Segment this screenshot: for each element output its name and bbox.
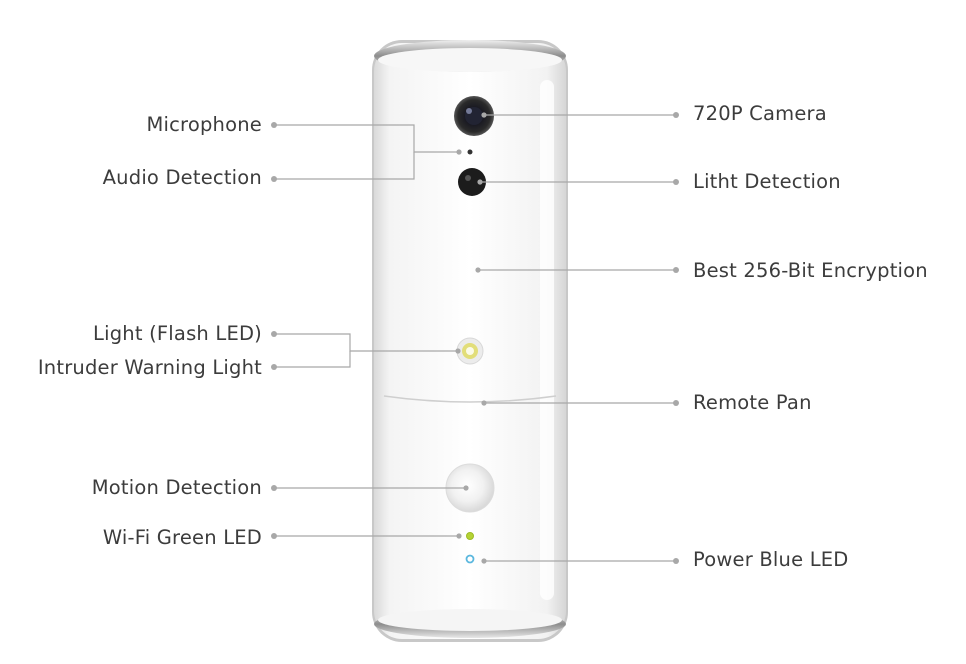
label-light-flash-led: Light (Flash LED)	[93, 322, 262, 345]
label-power-blue-led: Power Blue LED	[693, 548, 849, 571]
label-motion-detection: Motion Detection	[91, 476, 262, 499]
leader-flash	[274, 333, 457, 352]
camera-device	[372, 40, 568, 642]
leader-lines	[274, 114, 676, 562]
leader-intruder	[274, 351, 351, 368]
wifi-led	[466, 532, 474, 540]
label-intruder-warning-light: Intruder Warning Light	[37, 356, 262, 379]
label-wifi-green-led: Wi-Fi Green LED	[102, 526, 262, 549]
leader-microphone	[274, 124, 458, 153]
microphone-hole	[467, 149, 473, 155]
label-720p-camera: 720P Camera	[693, 102, 827, 125]
light-sensor	[458, 168, 486, 196]
leader-dots	[271, 112, 679, 564]
pan-seam	[383, 395, 557, 403]
label-remote-pan: Remote Pan	[693, 391, 812, 414]
label-light-detection: Litht Detection	[693, 170, 841, 193]
label-microphone: Microphone	[146, 113, 262, 136]
power-led	[465, 554, 475, 564]
leader-audio-detection	[274, 152, 415, 180]
label-encryption: Best 256-Bit Encryption	[693, 259, 928, 282]
label-audio-detection: Audio Detection	[102, 166, 262, 189]
